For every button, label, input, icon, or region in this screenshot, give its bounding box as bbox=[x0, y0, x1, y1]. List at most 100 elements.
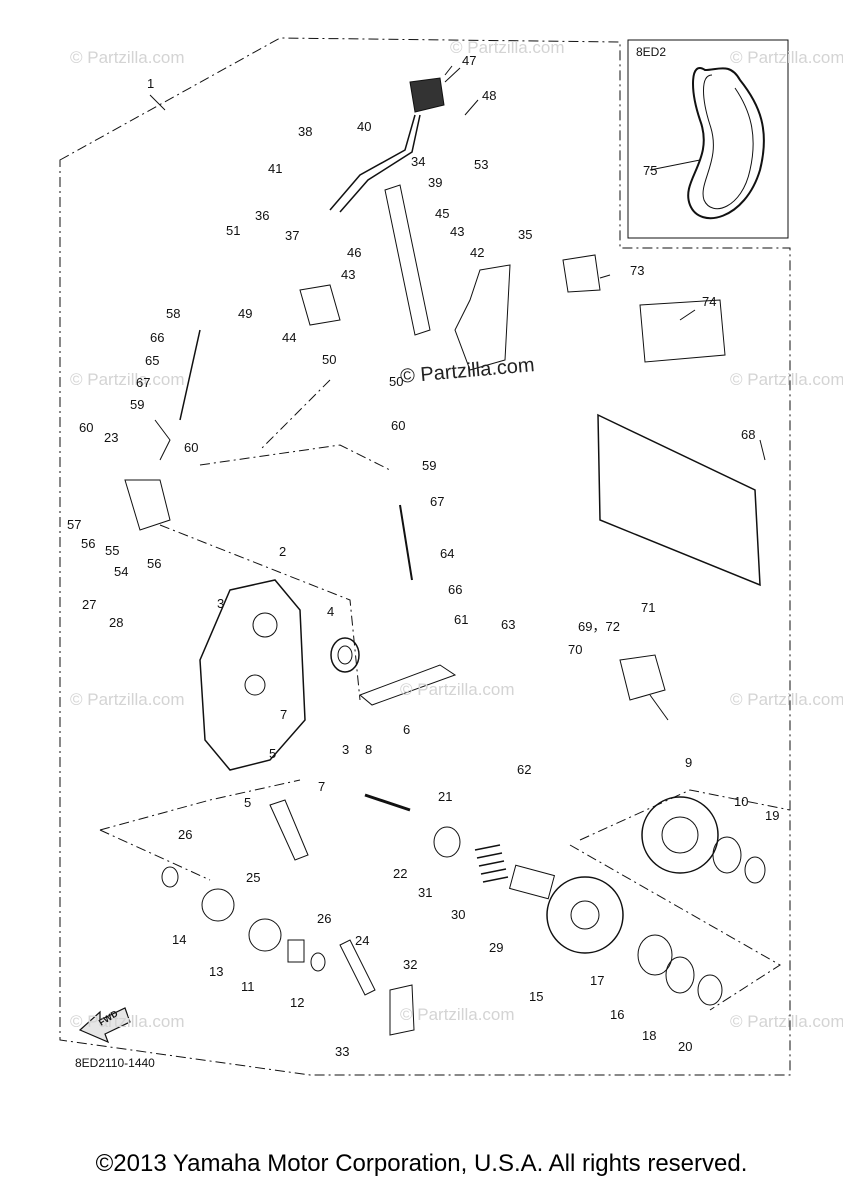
callout[interactable]: 29 bbox=[489, 940, 504, 955]
shift-lever bbox=[329, 114, 421, 213]
callout[interactable]: 15 bbox=[529, 989, 544, 1004]
callout[interactable]: 74 bbox=[702, 294, 717, 309]
watermark-1: © Partzilla.com bbox=[70, 48, 185, 67]
callout[interactable]: 58 bbox=[166, 306, 181, 321]
callout[interactable]: 25 bbox=[246, 870, 261, 885]
callout[interactable]: 3 bbox=[217, 596, 225, 611]
callout[interactable]: 5 bbox=[269, 746, 277, 761]
callout[interactable]: 66 bbox=[448, 582, 463, 597]
callout[interactable]: 10 bbox=[734, 794, 749, 809]
chaincase-cover bbox=[199, 579, 306, 771]
callout[interactable]: 8 bbox=[365, 742, 373, 757]
callout[interactable]: 40 bbox=[357, 119, 372, 134]
callout[interactable]: 3 bbox=[342, 742, 350, 757]
callout[interactable]: 41 bbox=[268, 161, 283, 176]
callout[interactable]: 50 bbox=[322, 352, 337, 367]
callout[interactable]: 59 bbox=[130, 397, 145, 412]
callout[interactable]: 22 bbox=[393, 866, 408, 881]
callout[interactable]: 4 bbox=[327, 604, 335, 619]
callout[interactable]: 28 bbox=[109, 615, 124, 630]
callout[interactable]: 35 bbox=[518, 227, 533, 242]
callout[interactable]: 32 bbox=[403, 957, 418, 972]
callout[interactable]: 18 bbox=[642, 1028, 657, 1043]
callout[interactable]: 16 bbox=[610, 1007, 625, 1022]
callout[interactable]: 67 bbox=[430, 494, 445, 509]
watermark-2: © Partzilla.com bbox=[450, 38, 565, 57]
callout[interactable]: 64 bbox=[440, 546, 455, 561]
callout[interactable]: 11 bbox=[241, 979, 255, 994]
callout[interactable]: 67 bbox=[136, 375, 151, 390]
watermark-11: © Partzilla.com bbox=[730, 1012, 843, 1031]
callout[interactable]: 23 bbox=[104, 430, 119, 445]
callout[interactable]: 60 bbox=[391, 418, 406, 433]
callout[interactable]: 26 bbox=[178, 827, 193, 842]
callout[interactable]: 66 bbox=[150, 330, 165, 345]
callout[interactable]: 27 bbox=[82, 597, 97, 612]
watermark-4: © Partzilla.com bbox=[70, 370, 185, 389]
callout[interactable]: 46 bbox=[347, 245, 362, 260]
callout[interactable]: 14 bbox=[172, 932, 187, 947]
callout[interactable]: 37 bbox=[285, 228, 300, 243]
callout[interactable]: 7 bbox=[280, 707, 288, 722]
callout[interactable]: 59 bbox=[422, 458, 437, 473]
callout[interactable]: 60 bbox=[184, 440, 199, 455]
callout[interactable]: 12 bbox=[290, 995, 305, 1010]
callout[interactable]: 17 bbox=[590, 973, 605, 988]
callout[interactable]: 75 bbox=[643, 163, 658, 178]
callout[interactable]: 42 bbox=[470, 245, 485, 260]
callout[interactable]: 33 bbox=[335, 1044, 350, 1059]
callout[interactable]: 54 bbox=[114, 564, 129, 579]
bracket-plate bbox=[299, 284, 341, 326]
callout[interactable]: 43 bbox=[341, 267, 356, 282]
callout[interactable]: 6 bbox=[403, 722, 411, 737]
callout[interactable]: 19 bbox=[765, 808, 780, 823]
callout[interactable]: 69，72 bbox=[578, 619, 620, 634]
callout[interactable]: 21 bbox=[438, 789, 453, 804]
callout[interactable]: 61 bbox=[454, 612, 469, 627]
callout[interactable]: 51 bbox=[226, 223, 241, 238]
flap-74 bbox=[639, 299, 726, 363]
callout[interactable]: 49 bbox=[238, 306, 253, 321]
callout[interactable]: 30 bbox=[451, 907, 466, 922]
watermark-5: © Partzilla.com bbox=[730, 370, 843, 389]
parts-diagram: © Partzilla.com © Partzilla.com © Partzi… bbox=[59, 37, 843, 1076]
callout[interactable]: 34 bbox=[411, 154, 426, 169]
callout[interactable]: 65 bbox=[145, 353, 160, 368]
callout[interactable]: 47 bbox=[462, 53, 477, 68]
callout[interactable]: 56 bbox=[147, 556, 162, 571]
callout[interactable]: 62 bbox=[517, 762, 532, 777]
callout[interactable]: 53 bbox=[474, 157, 489, 172]
callout[interactable]: 55 bbox=[105, 543, 120, 558]
callout[interactable]: 31 bbox=[418, 885, 433, 900]
callout[interactable]: 39 bbox=[428, 175, 443, 190]
callout[interactable]: 5 bbox=[244, 795, 252, 810]
callout[interactable]: 50 bbox=[389, 374, 404, 389]
callout[interactable]: 9 bbox=[685, 755, 693, 770]
callout[interactable]: 36 bbox=[255, 208, 270, 223]
callout[interactable]: 45 bbox=[435, 206, 450, 221]
callout[interactable]: 20 bbox=[678, 1039, 693, 1054]
callout[interactable]: 1 bbox=[147, 76, 155, 91]
callout[interactable]: 44 bbox=[282, 330, 297, 345]
callout[interactable]: 26 bbox=[317, 911, 332, 926]
spring bbox=[474, 844, 509, 883]
callout[interactable]: 63 bbox=[501, 617, 516, 632]
watermark-3: © Partzilla.com bbox=[730, 48, 843, 67]
callout[interactable]: 48 bbox=[482, 88, 497, 103]
bearing bbox=[330, 637, 360, 673]
callout[interactable]: 71 bbox=[641, 600, 656, 615]
callout[interactable]: 13 bbox=[209, 964, 224, 979]
callout[interactable]: 70 bbox=[568, 642, 583, 657]
callout[interactable]: 38 bbox=[298, 124, 313, 139]
watermark-9: © Partzilla.com bbox=[70, 1012, 185, 1031]
callout[interactable]: 43 bbox=[450, 224, 465, 239]
callout[interactable]: 57 bbox=[67, 517, 82, 532]
callout[interactable]: 24 bbox=[355, 933, 370, 948]
callout[interactable]: 60 bbox=[79, 420, 94, 435]
callout[interactable]: 7 bbox=[318, 779, 326, 794]
watermark-7: © Partzilla.com bbox=[400, 680, 515, 699]
callout[interactable]: 2 bbox=[279, 544, 287, 559]
callout[interactable]: 73 bbox=[630, 263, 645, 278]
callout[interactable]: 56 bbox=[81, 536, 96, 551]
callout[interactable]: 68 bbox=[741, 427, 756, 442]
